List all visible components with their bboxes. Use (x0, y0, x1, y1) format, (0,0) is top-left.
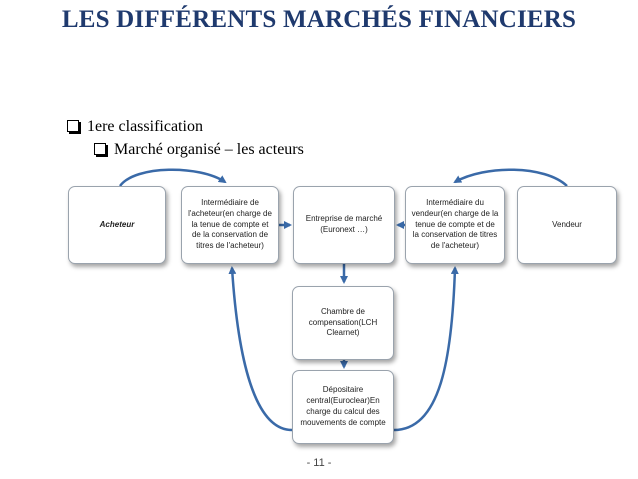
checkbox-bullet-icon (67, 120, 79, 132)
node-intermediaire-vendeur: Intermédiaire du vendeur(en charge de la… (405, 186, 505, 264)
node-chambre-compensation: Chambre de compensation(LCH Clearnet) (292, 286, 394, 360)
node-depositaire-central-label: Dépositaire central(Euroclear)En charge … (300, 385, 386, 427)
node-intermediaire-vendeur-label: Intermédiaire du vendeur(en charge de la… (411, 198, 499, 251)
arrow-euroclear-to-intermediaire-vendeur (393, 266, 459, 432)
node-euronext-label: Entreprise de marché (Euronext …) (305, 214, 383, 234)
node-euronext: Entreprise de marché (Euronext …) (293, 186, 395, 264)
node-vendeur-label: Vendeur (552, 219, 582, 229)
node-vendeur: Vendeur (517, 186, 617, 264)
slide-title: LES DIFFÉRENTS MARCHÉS FINANCIERS (61, 6, 577, 33)
bullet-text: 1ere classification (87, 118, 203, 135)
node-intermediaire-acheteur: Intermédiaire de l'acheteur(en charge de… (181, 186, 279, 264)
node-acheteur-label: Acheteur (99, 219, 135, 229)
page-number: - 11 - (306, 457, 332, 469)
arrow-euroclear-to-intermediaire-acheteur (228, 266, 293, 432)
checkbox-bullet-icon (94, 143, 106, 155)
arrow-vendeur-to-intermediaire (453, 168, 568, 187)
node-depositaire-central: Dépositaire central(Euroclear)En charge … (292, 370, 394, 444)
arrow-acheteur-to-intermediaire (118, 168, 227, 187)
bullet-marche-organise: Marché organisé – les acteurs (94, 141, 304, 159)
bullet-text: Marché organisé – les acteurs (114, 141, 304, 158)
bullet-classification: 1ere classification (67, 118, 203, 136)
node-chambre-compensation-label: Chambre de compensation(LCH Clearnet) (308, 306, 378, 338)
node-acheteur: Acheteur (68, 186, 166, 264)
node-intermediaire-acheteur-label: Intermédiaire de l'acheteur(en charge de… (188, 198, 272, 251)
